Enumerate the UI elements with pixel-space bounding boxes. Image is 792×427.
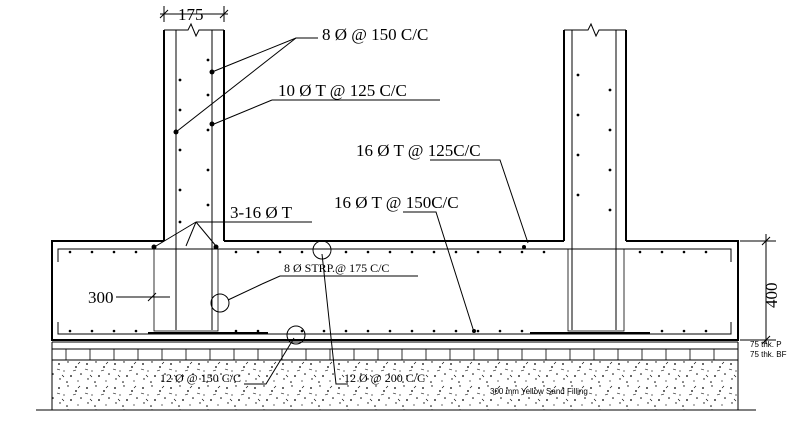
beam-depth-dim-text: 400 xyxy=(762,283,781,309)
leader-lines xyxy=(116,37,529,385)
sand-filling-layer xyxy=(36,359,756,411)
brick-layer-note: 75 thk. BF xyxy=(750,350,787,359)
tie-bars-label: 8 Ø @ 150 C/C xyxy=(322,25,428,44)
left-column xyxy=(163,22,225,330)
pcc-layer-note: 75 thk. P xyxy=(750,340,782,349)
beam-top-bars-label-2: 16 Ø T @ 150C/C xyxy=(334,193,459,212)
bottom-bars-label-1: 12 Ø @ 150 C/C xyxy=(160,371,241,385)
dim-175 xyxy=(159,6,229,22)
footing-beam xyxy=(51,240,739,341)
column-width-dim-text: 175 xyxy=(178,5,204,24)
dim-400 xyxy=(740,234,776,345)
beam-width-dim-text: 300 xyxy=(88,288,114,307)
beam-top-bars-label-1: 16 Ø T @ 125C/C xyxy=(356,141,481,160)
column-main-bars-label: 10 Ø T @ 125 C/C xyxy=(278,81,407,100)
pcc-layer xyxy=(51,341,739,350)
beam-bar-dots xyxy=(68,244,708,333)
corner-bars-label: 3-16 Ø T xyxy=(230,203,293,222)
stirrups-label: 8 Ø STRP.@ 175 C/C xyxy=(284,261,389,275)
sand-filling-label: 300 mm Yellow Sand Filling xyxy=(490,387,588,396)
bottom-bars-label-2: 12 Ø @ 200 C/C xyxy=(344,371,425,385)
brick-flat-soling-layer xyxy=(51,349,739,361)
right-column xyxy=(563,22,627,330)
